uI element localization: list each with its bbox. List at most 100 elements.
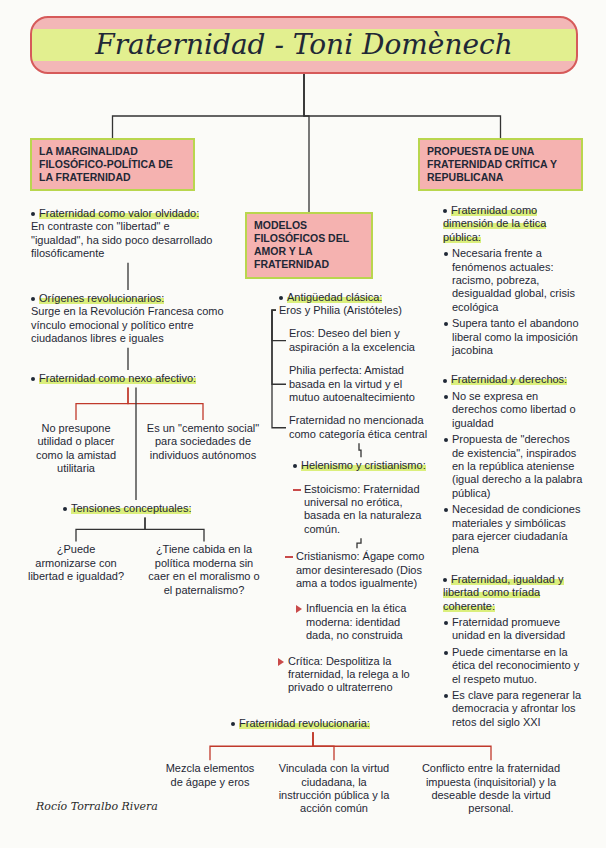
concept-text: Crítica: Despolitiza la fraternidad, la … [288, 655, 410, 694]
topic-heading: Fraternidad como dimensión de la ética p… [443, 204, 546, 243]
header-text: PROPUESTA DE UNA FRATERNIDAD CRÍTICA Y R… [427, 145, 574, 184]
heading-line: Fraternidad, igualdad y libertad como tr… [443, 573, 583, 613]
node-text: ¿Puede armonizarse con libertad e iguald… [25, 543, 127, 583]
concept-node: Crítica: Despolitiza la fraternidad, la … [274, 653, 432, 697]
bullet-text: Propuesta de "derechos de existencia", i… [452, 433, 582, 499]
node-text: Conflicto entre la fraternidad impuesta … [408, 762, 574, 816]
topic-node: Fraternidad como valor olvidado:En contr… [28, 205, 228, 263]
concept-text: Influencia en la ética moderna: identida… [306, 602, 406, 641]
bullet-dot [444, 395, 448, 399]
node-text: Eros y Philia (Aristóteles) [279, 304, 429, 317]
concept-text: Cristianismo: Ágape como amor desinteres… [296, 550, 424, 589]
connector [113, 74, 305, 138]
dash-mark [285, 556, 293, 558]
bullet-line: No se expresa en derechos como libertad … [443, 390, 583, 430]
node-text: ¿Tiene cabida en la política moderna sin… [145, 543, 263, 597]
arrow-mark [296, 605, 302, 613]
connector [272, 310, 286, 384]
heading-line: Fraternidad como nexo afectivo: [31, 372, 225, 385]
topic-heading: Fraternidad y derechos: [451, 373, 567, 385]
bullet-line: Es clave para regenerar la democracia y … [443, 689, 583, 729]
bullet-dot [31, 297, 35, 301]
title-band: Fraternidad - Toni Domènech [30, 16, 578, 74]
heading-line: Fraternidad como dimensión de la ética p… [443, 204, 583, 244]
bullet-text: Supera tanto el abandono liberal como la… [452, 317, 579, 356]
heading-line: Orígenes revolucionarios: [31, 292, 225, 305]
concept-node: Philia perfecta: Amistad basada en la vi… [286, 362, 432, 406]
topic-heading: Orígenes revolucionarios: [39, 292, 164, 304]
node-text: No presupone utilidad o placer como la a… [25, 422, 127, 476]
topic-node: Antigüedad clásica:Eros y Philia (Aristó… [276, 289, 432, 320]
dash-mark [293, 489, 301, 491]
topic-heading: Fraternidad como nexo afectivo: [39, 372, 196, 384]
heading-line: Fraternidad y derechos: [443, 373, 583, 386]
topic-heading: Fraternidad como valor olvidado: [39, 207, 199, 219]
arrow-mark [278, 658, 284, 666]
node-text: Surge en la Revolución Francesa como vín… [31, 305, 225, 345]
bullet-line: Necesaria frente a fenómenos actuales: r… [443, 247, 583, 314]
topic-node: Fraternidad revolucionaria: [228, 715, 398, 732]
proposal-node: Fraternidad, igualdad y libertad como tr… [440, 571, 586, 731]
concept-node: Cristianismo: Ágape como amor desinteres… [282, 548, 432, 592]
topic-node: Helenismo y cristianismo: [290, 457, 432, 474]
section-header: PROPUESTA DE UNA FRATERNIDAD CRÍTICA Y R… [418, 138, 583, 191]
bullet-text: Necesaria frente a fenómenos actuales: r… [452, 247, 575, 313]
bullet-dot [444, 438, 448, 442]
topic-heading: Helenismo y cristianismo: [301, 459, 426, 471]
node-text: Fraternidad no mencionada como categoría… [289, 414, 429, 441]
node-text: Philia perfecta: Amistad basada en la vi… [289, 364, 429, 404]
bullet-line: Necesidad de condiciones materiales y si… [443, 503, 583, 557]
bullet-dot [443, 379, 447, 383]
bullet-dot [63, 507, 67, 511]
header-text: MODELOS FILOSÓFICOS DEL AMOR Y LA FRATER… [254, 219, 364, 272]
heading-line: Antigüedad clásica: [279, 291, 429, 304]
concept-node: Fraternidad no mencionada como categoría… [286, 412, 432, 443]
bullet-text: Necesidad de condiciones materiales y si… [452, 503, 580, 555]
concept-node: Eros: Deseo del bien y aspiración a la e… [286, 325, 432, 356]
branch-node: Conflicto entre la fraternidad impuesta … [405, 760, 577, 818]
bullet-dot [444, 621, 448, 625]
connector [127, 263, 128, 290]
section-header: MODELOS FILOSÓFICOS DEL AMOR Y LA FRATER… [245, 212, 373, 279]
connector [127, 348, 128, 370]
bullet-dot [293, 464, 297, 468]
bullet-dot [444, 322, 448, 326]
bullet-line: Supera tanto el abandono liberal como la… [443, 317, 583, 357]
bullet-dot [31, 212, 35, 216]
signature: Rocío Torralbo Rivera [36, 800, 158, 813]
marked-line: Crítica: Despolitiza la fraternidad, la … [277, 655, 429, 695]
topic-heading: Antigüedad clásica: [287, 291, 382, 303]
heading-line: Helenismo y cristianismo: [293, 459, 429, 472]
bullet-dot [444, 694, 448, 698]
bullet-line: Fraternidad promueve unidad en la divers… [443, 616, 583, 643]
node-text: Es un "cemento social" para sociedades d… [145, 422, 261, 462]
marked-line: Estoicismo: Fraternidad universal no eró… [293, 483, 429, 537]
bullet-dot [231, 722, 235, 726]
connector [359, 443, 361, 457]
topic-heading: Fraternidad revolucionaria: [239, 717, 370, 729]
bullet-dot [279, 296, 283, 300]
proposal-node: Fraternidad y derechos: No se expresa en … [440, 371, 586, 558]
bullet-line: Propuesta de "derechos de existencia", i… [443, 433, 583, 500]
connector [76, 517, 145, 541]
topic-heading: Fraternidad, igualdad y libertad como tr… [443, 573, 564, 612]
header-text: LA MARGINALIDAD FILOSÓFICO-POLÍTICA DE L… [39, 145, 186, 184]
bullet-dot [443, 578, 447, 582]
bullet-text: Es clave para regenerar la democracia y … [452, 689, 581, 728]
topic-heading: Tensiones conceptuales: [71, 502, 191, 514]
bullet-dot [443, 209, 447, 213]
concept-node: Estoicismo: Fraternidad universal no eró… [290, 481, 432, 539]
branch-node: Mezcla elementos de ágape y eros [160, 760, 260, 791]
node-text: En contraste con "libertad" e "igualdad"… [31, 220, 225, 260]
heading-line: Fraternidad revolucionaria: [231, 717, 395, 730]
bullet-text: Puede cimentarse en la ética del reconoc… [452, 646, 579, 685]
concept-text: Estoicismo: Fraternidad universal no eró… [304, 483, 421, 535]
section-header: LA MARGINALIDAD FILOSÓFICO-POLÍTICA DE L… [30, 138, 195, 191]
branch-node: ¿Tiene cabida en la política moderna sin… [142, 541, 266, 599]
marked-line: Influencia en la ética moderna: identida… [295, 602, 429, 642]
connector [304, 74, 501, 138]
node-text: Vinculada con la virtud ciudadana, la in… [275, 762, 393, 816]
connector [128, 387, 203, 420]
connector [272, 310, 286, 428]
